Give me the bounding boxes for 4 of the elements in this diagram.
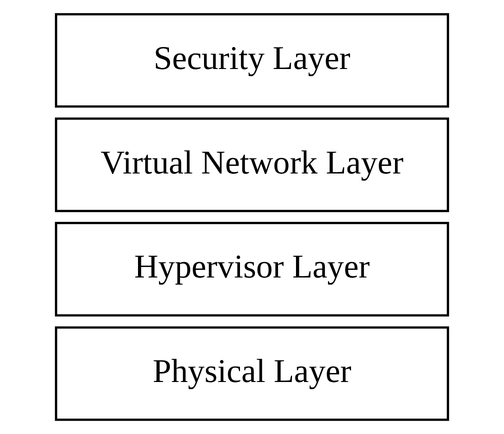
node-box: Hypervisor Layer	[54, 222, 450, 316]
node-box: Virtual Network Layer	[54, 118, 450, 212]
node-box: Security Layer	[54, 13, 450, 108]
node-box: Physical Layer	[54, 326, 450, 421]
